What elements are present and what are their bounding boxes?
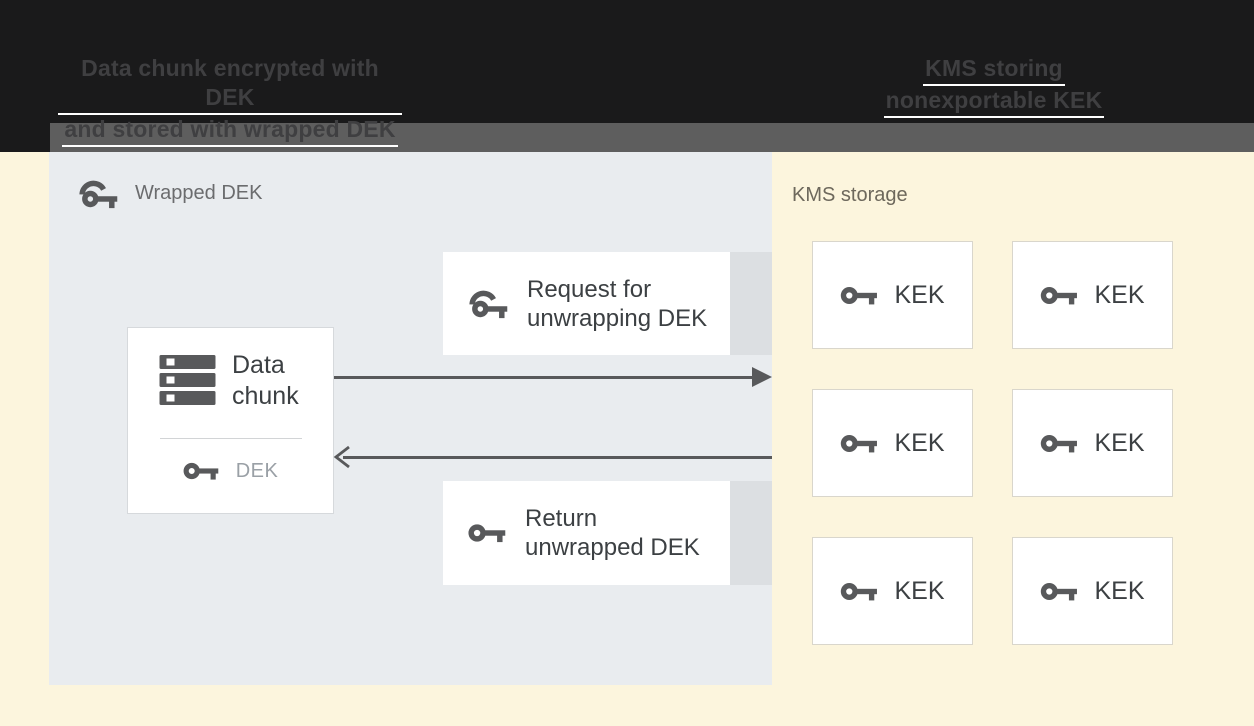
arrow-right-head: [752, 367, 772, 387]
key-icon: [840, 431, 880, 456]
return-line: Return: [525, 505, 598, 532]
return-box-shadow: [730, 481, 772, 585]
data-chunk-label: Data chunk: [232, 350, 299, 412]
header-gray-band: [50, 123, 1254, 152]
request-line: unwrapping DEK: [527, 304, 708, 332]
wrapped-dek-title: Wrapped DEK: [135, 182, 263, 204]
arrow-left: [343, 456, 772, 459]
return-unwrapped-box: Return unwrapped DEK: [443, 481, 730, 585]
arrow-right: [334, 376, 754, 379]
key-icon: [1040, 283, 1080, 308]
key-icon: [840, 283, 880, 308]
caption-line: Data chunk encrypted with DEK: [58, 54, 402, 115]
key-icon: [840, 579, 880, 604]
wrapped-dek-header: Wrapped DEK: [78, 177, 262, 210]
request-unwrap-label: Request for unwrapping DEK: [527, 275, 707, 333]
card-divider: [160, 438, 302, 439]
wrapped-dek-panel: Wrapped DEK Data chunk DEK Request for u…: [49, 152, 772, 685]
kek-label: KEK: [894, 428, 945, 457]
caption-line: nonexportable KEK: [883, 86, 1105, 118]
caption-kms-storing: KMS storing nonexportable KEK: [852, 54, 1136, 118]
data-chunk-line: chunk: [232, 382, 299, 410]
caption-line: and stored with wrapped DEK: [62, 115, 398, 147]
key-icon: [1040, 431, 1080, 456]
request-box-shadow: [730, 252, 772, 355]
key-icon: [468, 520, 508, 546]
data-stack-icon: [159, 355, 216, 405]
kms-storage-title: KMS storage: [792, 184, 908, 206]
data-chunk-card: Data chunk DEK: [127, 327, 334, 514]
header-banner: [0, 0, 1254, 123]
dek-label: DEK: [235, 459, 279, 482]
request-line: Request for: [527, 275, 652, 303]
return-unwrapped-label: Return unwrapped DEK: [525, 504, 700, 562]
key-icon: [1040, 579, 1080, 604]
return-line: unwrapped DEK: [525, 534, 700, 561]
kek-label: KEK: [1094, 576, 1145, 605]
kek-card: KEK: [1012, 241, 1173, 349]
wrapped-key-icon: [468, 287, 510, 320]
caption-data-chunk: Data chunk encrypted with DEK and stored…: [58, 54, 402, 147]
arrow-left-head: [333, 445, 350, 469]
kek-label: KEK: [894, 576, 945, 605]
kek-label: KEK: [1094, 428, 1145, 457]
kek-card: KEK: [812, 241, 973, 349]
wrapped-key-icon: [78, 177, 120, 210]
header-corner-block: [0, 123, 50, 152]
kek-card: KEK: [1012, 389, 1173, 497]
data-chunk-line: Data: [232, 351, 285, 379]
kek-card: KEK: [812, 389, 973, 497]
kek-label: KEK: [894, 280, 945, 309]
key-icon: [183, 459, 221, 483]
kek-card: KEK: [1012, 537, 1173, 645]
kek-card: KEK: [812, 537, 973, 645]
kek-label: KEK: [1094, 280, 1145, 309]
caption-line: KMS storing: [923, 54, 1065, 86]
request-unwrap-box: Request for unwrapping DEK: [443, 252, 730, 355]
dek-row: DEK: [128, 459, 333, 483]
